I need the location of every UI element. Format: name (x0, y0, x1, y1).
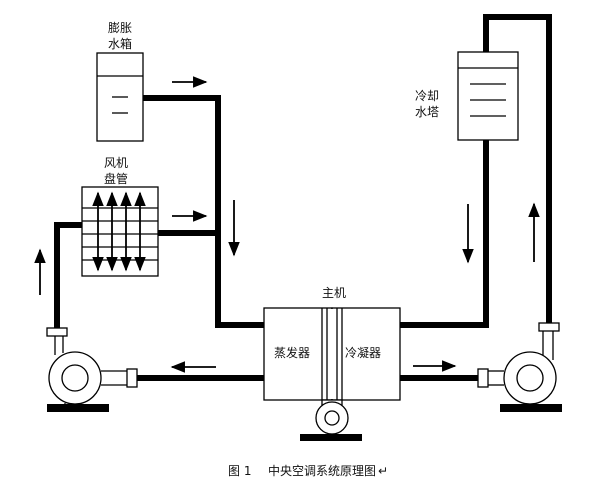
fan-coil-label-1: 风机 (104, 156, 128, 170)
cooling-tower-label-1: 冷却 (415, 89, 439, 103)
chilled-water-pump (46, 327, 138, 412)
main-unit (263, 307, 401, 401)
cooling-water-pump (477, 322, 562, 412)
expansion-tank (96, 52, 144, 142)
fan-coil-unit (81, 186, 159, 277)
fan-coil-airflow-arrows (92, 191, 146, 272)
compressor-motor (300, 399, 362, 441)
cooling-tower (457, 51, 519, 141)
expansion-tank-label-2: 水箱 (108, 36, 132, 51)
expansion-tank-label-1: 膨胀 (108, 21, 132, 35)
fan-coil-label-2: 盘管 (104, 171, 128, 186)
figure-number: 图 1 (228, 464, 251, 478)
pipe-cooling-tower-return (398, 138, 489, 328)
pipe-cooling-tower-supply (483, 14, 552, 323)
evaporator-label: 蒸发器 (274, 345, 310, 360)
paragraph-mark: ↵ (378, 464, 388, 478)
pipe-expansion-tank (143, 95, 266, 328)
cooling-tower-label-2: 水塔 (415, 105, 439, 119)
main-unit-label: 主机 (322, 286, 346, 300)
pipe-fan-coil-inlet (54, 222, 82, 330)
figure-title: 中央空调系统原理图 (268, 463, 376, 478)
condenser-box (331, 307, 401, 401)
flow-arrows (34, 76, 540, 373)
condenser-label: 冷凝器 (345, 345, 381, 360)
